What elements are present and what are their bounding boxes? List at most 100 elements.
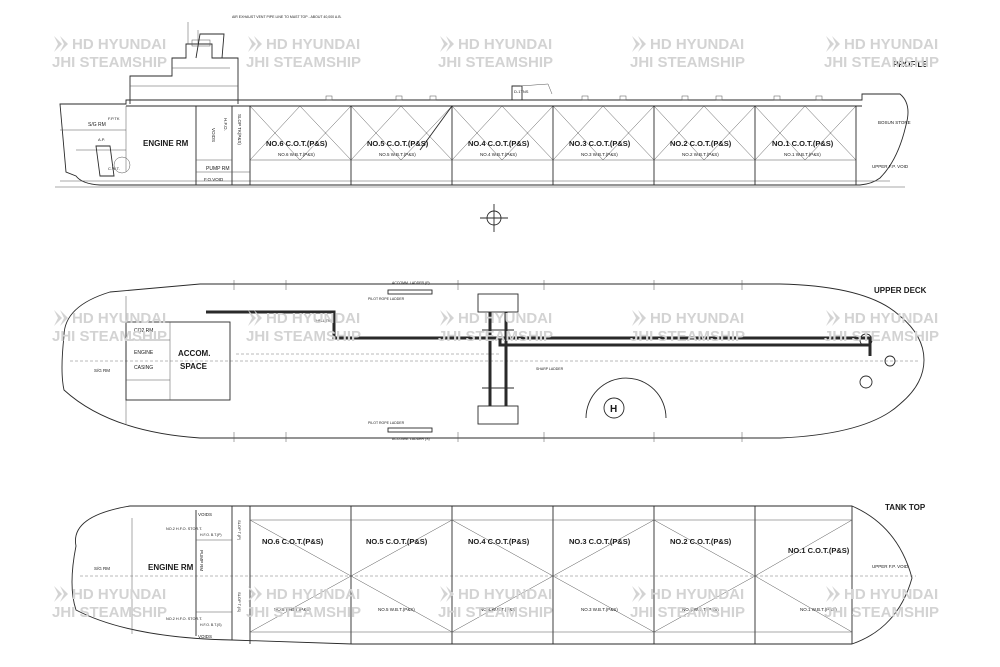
accommodation-block [125,321,231,401]
tank-top-sg-room: S/G RM [94,566,110,571]
hd-hyundai-logo-icon [440,310,454,326]
co2-room: CO2 RM [134,328,153,334]
cargo-manifold [477,293,519,425]
hd-hyundai-logo-icon [54,310,68,326]
tank-top-upper-fp-void: UPPER F.P. VOID [872,564,909,569]
profile-deck-fittings [325,83,823,151]
hd-hyundai-logo-icon [826,36,840,52]
hd-hyundai-logo-icon [54,36,68,52]
profile-ap-tank: A.P. [98,137,105,142]
tank-top-hfo-stor-2: NO.2 H.F.O. STOR.T. [166,617,202,621]
profile-note: AIR EXHAUST VENT PIPE LINE TO MAST TOP -… [232,15,342,19]
profile-wbt-label: NO.5 W.B.T.(P&S) [379,152,416,157]
watermark-line2: JHI STEAMSHIP [630,328,745,345]
profile-bosun-store: BOSUN STORE [878,120,911,125]
tank-top-wbt-label: NO.6 W.B.T.(P&S) [274,607,311,612]
tank-top-title: TANK TOP [885,503,926,512]
helicopter-landing-area: H [585,377,667,419]
profile-tank-labels: NO.6 C.O.T.(P&S)NO.6 W.B.T.(P&S)NO.5 C.O… [266,139,834,157]
tank-top-voids-top: VOIDS [198,512,212,517]
profile-cot-label: NO.3 C.O.T.(P&S) [569,139,631,148]
profile-tank-bulkheads [249,105,857,185]
watermark-line1: HD HYUNDAI [458,310,552,327]
watermark-line2: JHI STEAMSHIP [824,328,939,345]
hd-hyundai-logo-icon [632,310,646,326]
watermark-line1: HD HYUNDAI [72,586,166,603]
tank-top-wbt-label: NO.1 W.B.T.(P&S) [800,607,837,612]
watermark-line2: JHI STEAMSHIP [246,328,361,345]
profile-cot-label: NO.1 C.O.T.(P&S) [772,139,834,148]
accom-ladder-s-label: ACCOMM. LADDER (S) [392,437,430,441]
watermark-line2: JHI STEAMSHIP [630,604,745,621]
hd-hyundai-logo-icon [440,586,454,602]
profile-derrick: D-1TNS [514,89,529,94]
tank-top-pump-room: PUMP RM [199,550,204,571]
watermark-line1: HD HYUNDAI [844,36,938,53]
profile-sg-room: S/G RM [88,122,106,128]
sharp-ladder-label: SHARP LADDER [536,367,564,371]
profile-hull-outline [59,93,909,186]
inlet-rope-ladder-label: PILOT ROPE LADDER [368,421,405,425]
profile-slop-tank: SLOP TK(P&S) [237,114,242,145]
tank-top-wbt-label: NO.2 W.B.T.(P&S) [682,607,719,612]
hd-hyundai-logo-icon [440,36,454,52]
profile-engine-room: ENGINE RM [143,139,189,148]
tank-top-wbt-label: NO.5 W.B.T.(P&S) [378,607,415,612]
shell-tank-label: SHELL TNK [314,319,334,323]
tank-top-cot-label: NO.4 C.O.T.(P&S) [468,537,530,546]
pilot-rope-ladder-label: PILOT ROPE LADDER [368,297,405,301]
watermark-line1: HD HYUNDAI [458,586,552,603]
watermark-line1: HD HYUNDAI [72,310,166,327]
watermark-line1: HD HYUNDAI [650,310,744,327]
heli-mark: H [610,404,617,415]
watermark-line2: JHI STEAMSHIP [630,54,745,71]
watermark-line2: JHI STEAMSHIP [52,328,167,345]
upper-deck-sg-rm: S/G RM [94,368,110,373]
upper-deck-hull-outline [61,283,925,439]
upper-deck-view: H UPPER DECK CO2 RM ENGINE CA [61,280,927,442]
accom-ladder-p [387,289,433,295]
tank-top-wbt-label: NO.3 W.B.T.(P&S) [581,607,618,612]
watermark-line1: HD HYUNDAI [844,586,938,603]
tank-top-cot-label: NO.5 C.O.T.(P&S) [366,537,428,546]
profile-upper-fp-void: UPPER F.P. VOID [872,164,909,169]
accom-space-2: SPACE [180,362,208,371]
tank-top-hfo-p: H.F.O. B.T.(P) [200,533,222,537]
watermark-line1: HD HYUNDAI [650,586,744,603]
accom-space-1: ACCOM. [178,349,210,358]
watermark-line1: HD HYUNDAI [266,586,360,603]
watermark-line1: HD HYUNDAI [72,36,166,53]
profile-wbt-label: NO.1 W.B.T.(P&S) [784,152,821,157]
hd-hyundai-logo-icon [632,586,646,602]
rudder [95,145,115,177]
profile-view: AIR EXHAUST VENT PIPE LINE TO MAST TOP -… [55,15,928,232]
tank-top-cot-label: NO.6 C.O.T.(P&S) [262,537,324,546]
profile-cot-label: NO.5 C.O.T.(P&S) [367,139,429,148]
watermark-line1: HD HYUNDAI [266,310,360,327]
tank-top-engine-room: ENGINE RM [148,563,194,572]
tank-top-slop-p: SLOP T.(P) [237,520,242,541]
profile-wbt-label: NO.6 W.B.T.(P&S) [278,152,315,157]
tank-top-labels: NO.6 C.O.T.(P&S) NO.5 C.O.T.(P&S) NO.4 C.O… [262,537,850,612]
profile-fo-void: F.O.VOID [204,177,224,182]
hd-hyundai-logo-icon [826,586,840,602]
tank-top-voids-bottom: VOIDS [198,634,212,639]
watermark-line2: JHI STEAMSHIP [246,54,361,71]
tank-top-view: TANK TOP ENGINE RM S/G RM PUMP RM VOIDS … [71,503,926,645]
profile-wbt-label: NO.4 W.B.T.(P&S) [480,152,517,157]
watermark-line2: JHI STEAMSHIP [438,604,553,621]
